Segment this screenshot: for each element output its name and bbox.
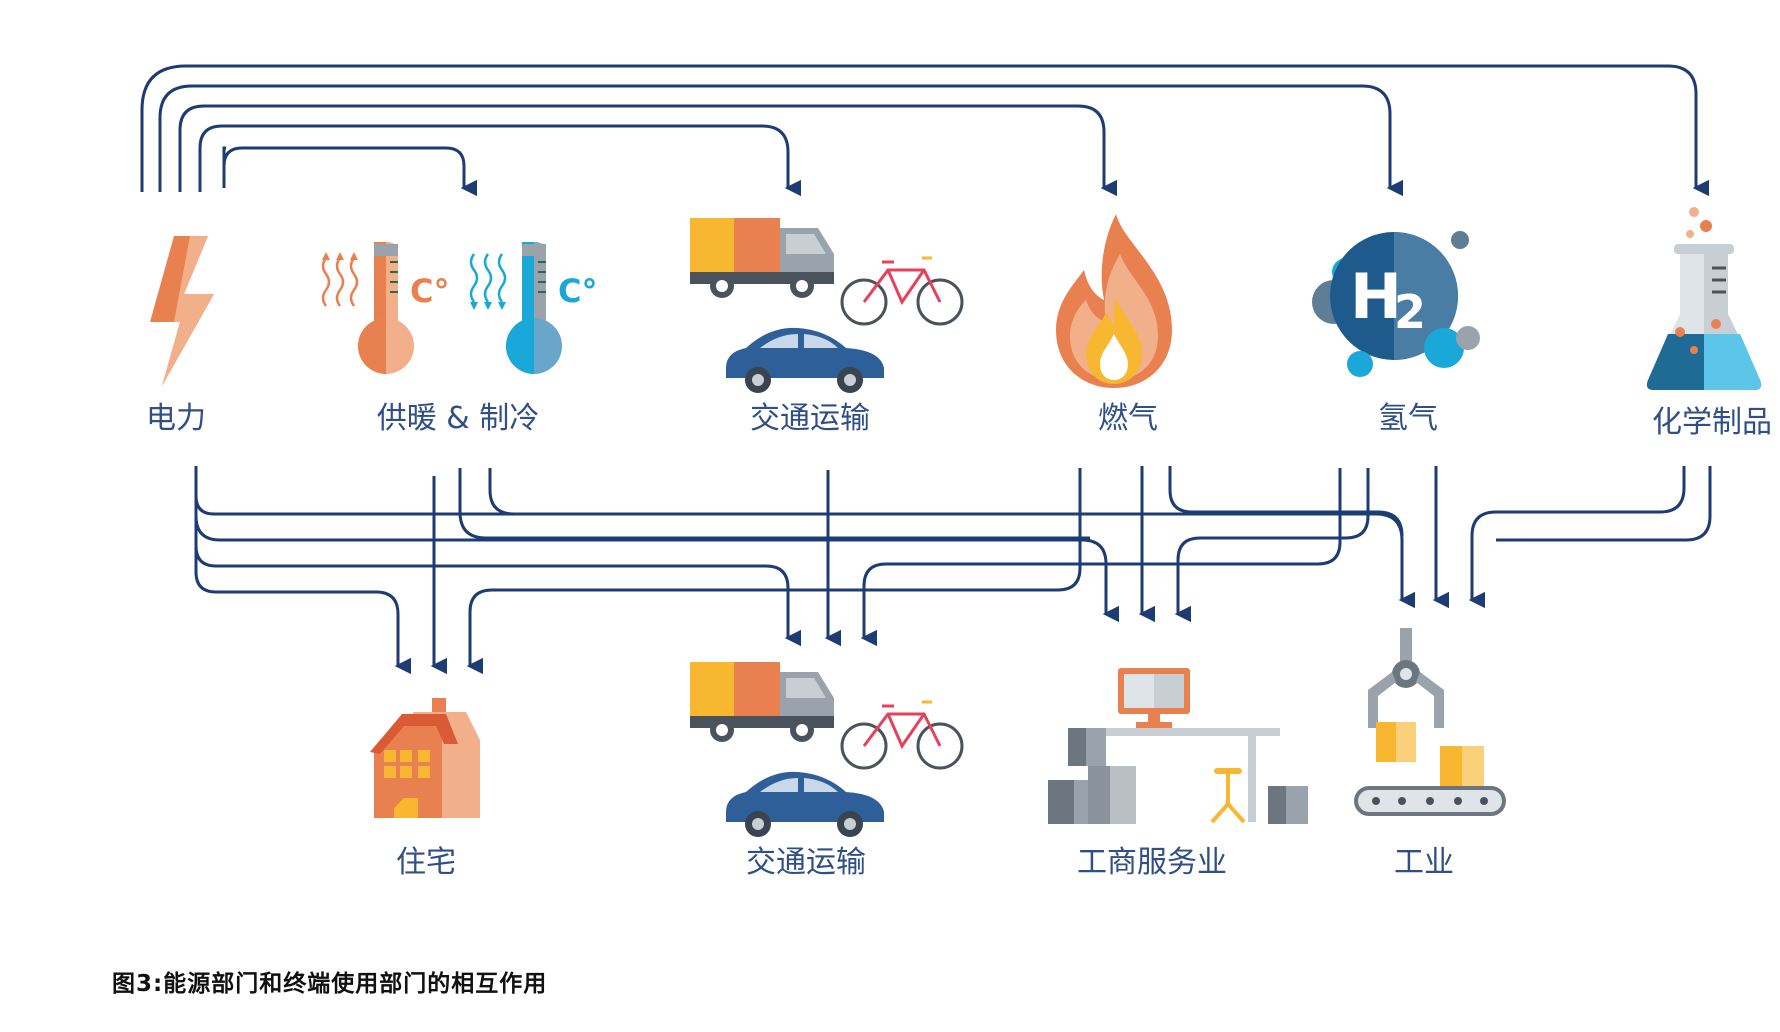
h2-molecule-icon: H 2 bbox=[1312, 231, 1480, 377]
electricity-distribution-arrows bbox=[140, 64, 1710, 197]
arrow-electricity-heating-branch bbox=[222, 146, 226, 170]
lightning-icon bbox=[150, 236, 214, 386]
arrow-electricity-to-gas bbox=[178, 104, 1118, 197]
arrow-chemicals-to-industry bbox=[1468, 466, 1686, 609]
arrow-heating-to-commercial bbox=[458, 468, 1090, 540]
arrow-electricity-to-transport bbox=[194, 530, 802, 647]
factory-robot-icon bbox=[1354, 628, 1506, 816]
arrow-cooling-to-commercial bbox=[488, 468, 1100, 516]
flame-icon bbox=[1056, 214, 1172, 388]
figure-caption: 图3:能源部门和终端使用部门的相互作用 bbox=[112, 971, 548, 997]
arrow-electricity-to-hydrogen bbox=[158, 84, 1404, 197]
thermo-unit-cold: C° bbox=[558, 272, 597, 310]
thermometer-cold-icon: C° bbox=[469, 242, 597, 374]
flask-icon bbox=[1646, 207, 1762, 390]
h2-subscript: 2 bbox=[1394, 285, 1426, 339]
arrow-chemicals-to-industry-2 bbox=[1496, 466, 1712, 542]
arrow-electricity-to-residential bbox=[194, 558, 412, 675]
arrow-electricity-to-heating bbox=[222, 146, 478, 197]
office-icon bbox=[1048, 668, 1308, 824]
arrow-hydrogen-to-transport bbox=[860, 468, 1342, 647]
source-label-electricity: 电力 bbox=[146, 401, 206, 436]
arrow-gas-to-industry bbox=[1168, 466, 1404, 537]
arrow-gas-to-residential bbox=[466, 468, 1082, 675]
vehicles-icon bbox=[690, 662, 964, 837]
arrow-hydrogen-to-commercial bbox=[1174, 468, 1370, 623]
arrow-electricity-to-commercial bbox=[194, 500, 1120, 623]
house-icon bbox=[370, 698, 480, 818]
sink-label-residential: 住宅 bbox=[396, 845, 456, 880]
end-use-arrows bbox=[194, 466, 1712, 675]
sink-label-industry: 工业 bbox=[1394, 845, 1454, 880]
source-label-hydrogen: 氢气 bbox=[1378, 401, 1438, 436]
arrow-electricity-to-transport bbox=[198, 124, 802, 197]
arrow-electricity-to-chemicals bbox=[140, 64, 1710, 197]
arrow-electricity-to-industry bbox=[194, 468, 1416, 609]
vehicles-icon bbox=[690, 218, 964, 393]
source-label-transport: 交通运输 bbox=[750, 401, 870, 436]
sink-label-transport: 交通运输 bbox=[746, 845, 866, 880]
thermometer-icon: C° bbox=[321, 242, 449, 374]
thermo-unit-warm: C° bbox=[410, 272, 449, 310]
source-label-heating-cooling: 供暖 & 制冷 bbox=[377, 401, 539, 436]
h2-formula: H bbox=[1350, 260, 1402, 333]
source-label-gas: 燃气 bbox=[1098, 401, 1158, 436]
sink-label-commercial: 工商服务业 bbox=[1077, 845, 1227, 880]
source-label-chemicals: 化学制品 bbox=[1652, 405, 1772, 440]
